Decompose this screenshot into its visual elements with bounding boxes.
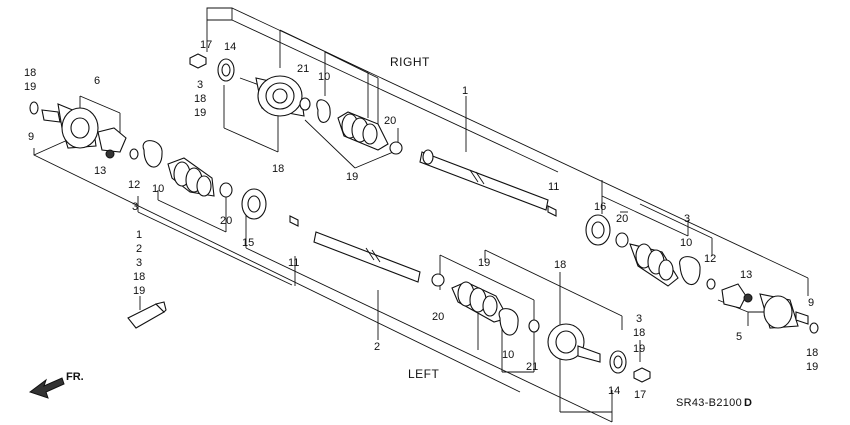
callout: 19 <box>346 171 358 183</box>
hub-nut-left <box>633 367 651 383</box>
callout: 3 <box>197 79 203 91</box>
callout: 19 <box>194 107 206 119</box>
callout: 3 <box>684 213 690 225</box>
callout: 10 <box>152 183 164 195</box>
section-label-right: RIGHT <box>390 55 430 69</box>
callout: 15 <box>242 237 254 249</box>
boot-band-left-2 <box>498 308 519 336</box>
inner-boot-left <box>167 157 215 197</box>
circlip-right <box>299 97 311 111</box>
boot-band-right-2 <box>679 256 701 286</box>
callout: 3 <box>636 313 642 325</box>
callout: 10 <box>502 349 514 361</box>
callout: 12 <box>128 179 140 191</box>
callout: 3 <box>136 257 142 269</box>
callout: 13 <box>740 269 752 281</box>
callout: 20 <box>220 215 232 227</box>
stop-ring-left <box>129 148 139 160</box>
band-left <box>219 182 233 198</box>
diagram-code-suffix: D <box>744 397 752 409</box>
callout: 10 <box>318 71 330 83</box>
callout: 19 <box>478 257 490 269</box>
boot-band-right <box>316 99 331 123</box>
outer-boot-left <box>451 281 509 323</box>
right-shaft-parts <box>189 53 819 334</box>
spider-assembly-right <box>721 283 753 309</box>
callout: 20 <box>432 311 444 323</box>
callout: 18 <box>633 327 645 339</box>
callout: 16 <box>594 201 606 213</box>
callout: 2 <box>136 243 142 255</box>
callout: 18 <box>554 259 566 271</box>
leader-lines <box>33 7 809 423</box>
callout: 20 <box>616 213 628 225</box>
diagram-code: SR43-B2100 <box>676 397 742 409</box>
spider-assembly-left <box>97 127 127 159</box>
callout: 13 <box>94 165 106 177</box>
inner-boot-right <box>629 243 679 287</box>
callout: 21 <box>526 361 538 373</box>
callout: 21 <box>297 63 309 75</box>
outer-boot-right <box>337 111 389 151</box>
band-right-2 <box>615 232 629 248</box>
set-ring-right <box>547 205 557 217</box>
front-direction-arrow-icon <box>28 377 65 399</box>
callout: 14 <box>608 385 620 397</box>
callout: 19 <box>24 81 36 93</box>
small-band-left <box>431 273 445 287</box>
callout: 19 <box>806 361 818 373</box>
callout: 17 <box>200 39 212 51</box>
callout: 6 <box>94 75 100 87</box>
callout: 17 <box>634 389 646 401</box>
right-driveshaft <box>419 149 549 211</box>
inboard-housing-right <box>759 293 809 329</box>
callout: 20 <box>384 115 396 127</box>
front-label: FR. <box>66 371 84 383</box>
callout: 18 <box>24 67 36 79</box>
small-band-right <box>389 141 403 155</box>
outboard-joint-left <box>547 323 601 363</box>
set-ring-right-end <box>809 322 819 334</box>
callout: 18 <box>272 163 284 175</box>
callout: 19 <box>133 285 145 297</box>
callout: 9 <box>808 297 814 309</box>
callout: 19 <box>633 343 645 355</box>
callout: 5 <box>736 331 742 343</box>
callout: 3 <box>132 201 138 213</box>
section-label-left: LEFT <box>408 367 440 381</box>
set-ring-left <box>289 215 299 227</box>
callout: 12 <box>704 253 716 265</box>
callout: 1 <box>462 85 468 97</box>
grease-tube <box>127 301 167 329</box>
callout: 11 <box>548 181 559 193</box>
outboard-joint-right <box>239 75 305 117</box>
callout-labels: RIGHT LEFT FR. SR43-B2100 D 17 14 3 18 1… <box>24 39 818 409</box>
boot-band-left <box>142 140 163 168</box>
callout: 1 <box>136 229 142 241</box>
inboard-joint-right <box>585 214 611 246</box>
callout: 9 <box>28 131 34 143</box>
callout: 18 <box>133 271 145 283</box>
callout: 10 <box>680 237 692 249</box>
circlip-left <box>528 319 540 333</box>
callout: 14 <box>224 41 236 53</box>
left-driveshaft <box>313 231 421 283</box>
inboard-joint-left <box>241 188 267 220</box>
hub-nut-right <box>189 53 207 69</box>
inboard-housing-left <box>41 103 99 149</box>
set-ring-left-end <box>29 101 39 115</box>
callout: 18 <box>194 93 206 105</box>
callout: 18 <box>806 347 818 359</box>
callout: 2 <box>374 341 380 353</box>
callout: 11 <box>288 257 299 269</box>
stop-ring-right <box>706 278 716 290</box>
left-shaft-parts <box>29 101 651 383</box>
